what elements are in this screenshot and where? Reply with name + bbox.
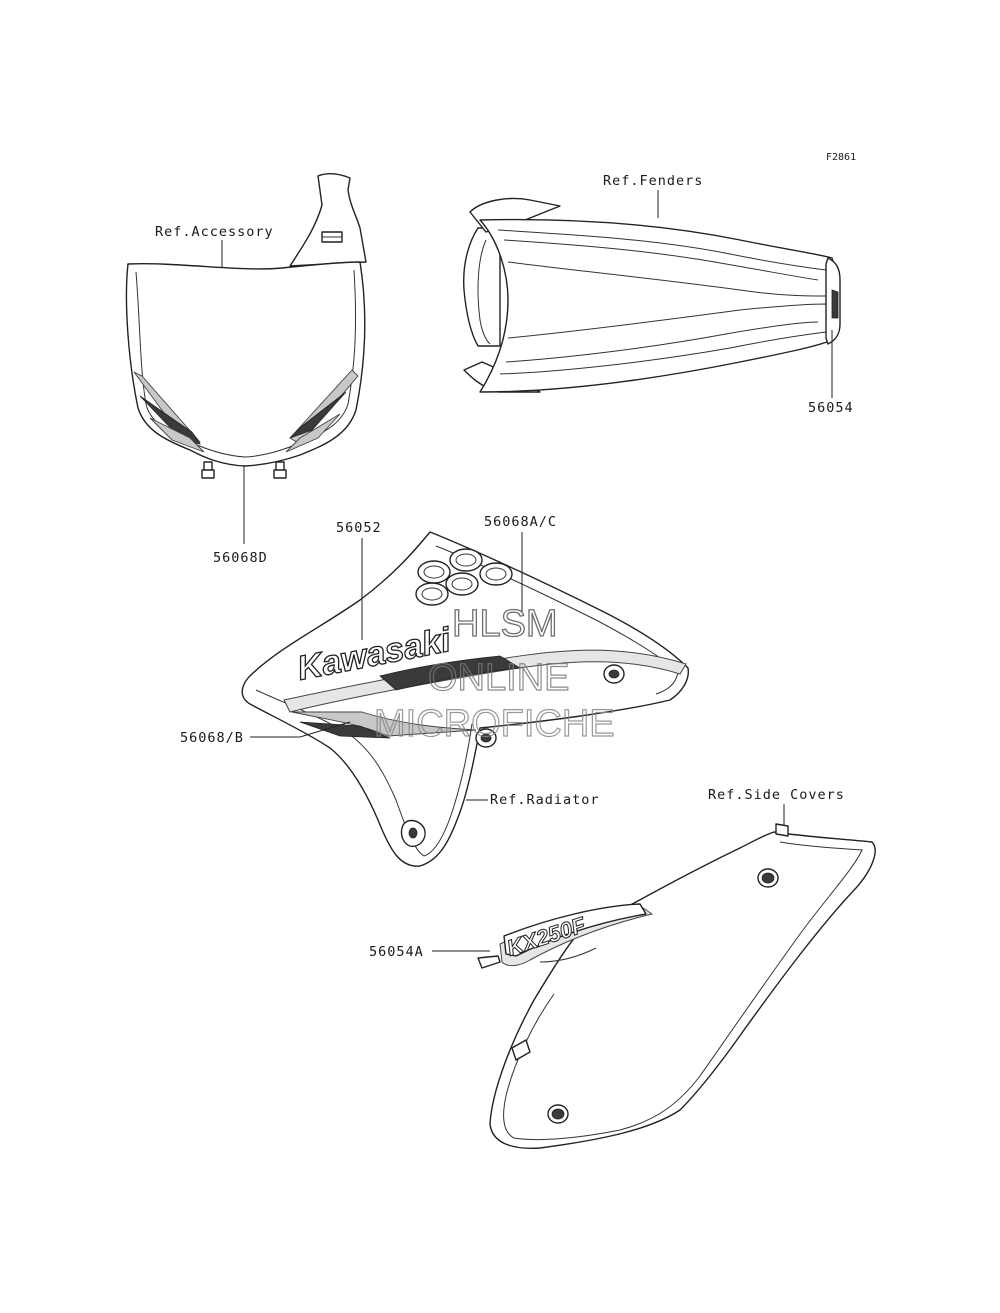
label-ref-side-covers: Ref.Side Covers <box>708 787 845 803</box>
label-ref-fenders: Ref.Fenders <box>603 173 703 189</box>
label-56054[interactable]: 56054 <box>808 400 854 416</box>
watermark: HLSM ONLINE MICROFICHE <box>373 602 615 745</box>
label-56054A[interactable]: 56054A <box>369 944 424 960</box>
label-56068D[interactable]: 56068D <box>213 550 268 566</box>
watermark-line2: ONLINE <box>428 657 569 699</box>
label-56068B[interactable]: 56068/B <box>180 730 244 746</box>
label-56052[interactable]: 56052 <box>336 520 382 536</box>
front-number-plate[interactable] <box>125 173 367 479</box>
watermark-line1: HLSM <box>452 603 558 645</box>
rear-fender[interactable] <box>462 197 841 393</box>
radiator-shroud[interactable]: Kawasaki <box>241 531 689 867</box>
watermark-line3: MICROFICHE <box>374 703 615 745</box>
side-cover[interactable]: KX250F <box>477 823 876 1149</box>
label-ref-radiator: Ref.Radiator <box>490 792 600 808</box>
figure-code: F2861 <box>826 152 856 163</box>
label-56068AC[interactable]: 56068A/C <box>484 514 557 530</box>
label-ref-accessory: Ref.Accessory <box>155 224 274 240</box>
